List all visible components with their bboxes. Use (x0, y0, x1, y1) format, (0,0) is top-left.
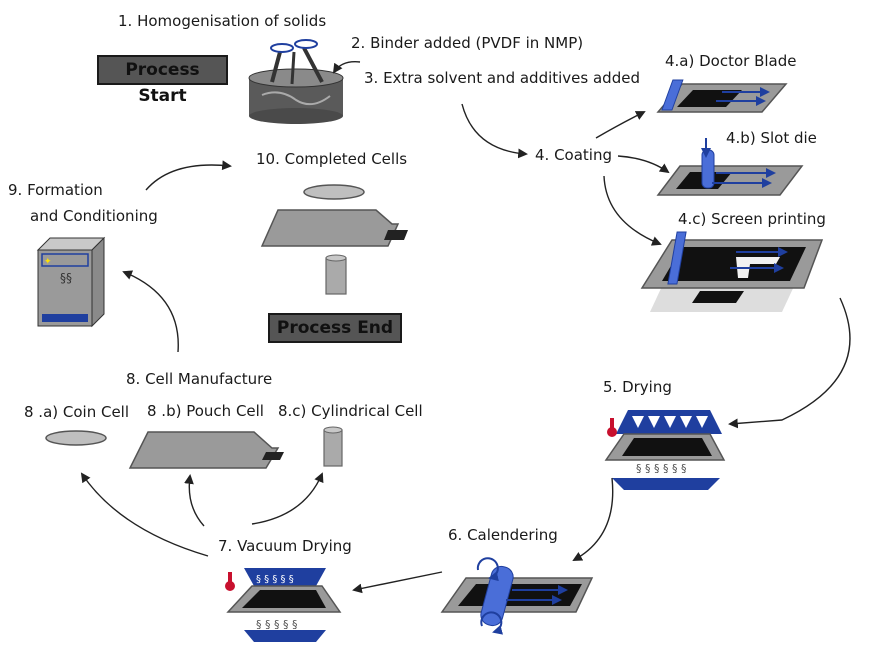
svg-text:§ § § § § §: § § § § § § (636, 462, 686, 475)
step-5-label: 5. Drying (603, 378, 672, 396)
step-8-label: 8. Cell Manufacture (126, 370, 273, 388)
step-4c-label: 4.c) Screen printing (678, 210, 826, 228)
step-4b-label: 4.b) Slot die (726, 129, 817, 147)
process-end-box: Process End (268, 313, 402, 343)
arrow-binder-to-mixer (332, 61, 361, 74)
step-9-label-line2: and Conditioning (30, 207, 158, 225)
vacuum-drying-illustration: § § § § § § § § § § (225, 568, 342, 642)
doctor-blade-illustration (656, 79, 788, 113)
formation-cabinet-illustration: ✦ §§ (36, 236, 106, 328)
calendering-illustration (440, 557, 594, 635)
arrow-to-coin-cell (80, 472, 209, 557)
step-4-label: 4. Coating (535, 146, 612, 164)
step-9-label-line1: 9. Formation (8, 181, 103, 199)
mixer-illustration (248, 39, 344, 124)
coin-cell-illustration (45, 430, 107, 446)
step-8c-label: 8.c) Cylindrical Cell (278, 402, 423, 420)
drying-illustration: § § § § § § (604, 410, 726, 490)
pouch-cell-illustration (128, 431, 284, 469)
svg-text:§ § § § §: § § § § § (256, 618, 298, 631)
screen-printing-illustration (640, 231, 824, 312)
svg-text:§ § § § §: § § § § § (256, 574, 294, 585)
arrow-to-pouch-cell (184, 474, 205, 527)
arrow-to-slot-die (617, 155, 670, 174)
arrow-to-completed-cells (145, 160, 232, 191)
flow-arrows (80, 61, 851, 594)
arrow-to-formation (122, 270, 179, 353)
arrow-to-screen-printing (603, 175, 662, 246)
process-start-box: Process Start (97, 55, 228, 106)
completed-cells-illustration (260, 184, 408, 295)
step-3-label: 3. Extra solvent and additives added (364, 69, 640, 87)
step-7-label: 7. Vacuum Drying (218, 537, 352, 555)
arrow-to-doctor-blade (595, 111, 646, 139)
step-8a-label: 8 .a) Coin Cell (24, 403, 130, 421)
step-1-label: 1. Homogenisation of solids (118, 12, 327, 30)
arrow-to-drying (728, 297, 851, 429)
slot-die-illustration (656, 138, 804, 196)
svg-text:§§: §§ (60, 271, 72, 285)
step-2-label: 2. Binder added (PVDF in NMP) (351, 34, 584, 52)
arrow-to-calendering (572, 477, 614, 561)
arrow-to-cylindrical-cell (251, 472, 324, 525)
arrow-to-vacuum-drying (352, 571, 443, 594)
step-10-label: 10. Completed Cells (256, 150, 408, 168)
step-8b-label: 8 .b) Pouch Cell (147, 402, 264, 420)
step-6-label: 6. Calendering (448, 526, 558, 544)
step-4a-label: 4.a) Doctor Blade (665, 52, 797, 70)
svg-text:✦: ✦ (44, 257, 52, 267)
arrow-to-coating (461, 103, 528, 159)
cylindrical-cell-illustration (323, 426, 343, 467)
